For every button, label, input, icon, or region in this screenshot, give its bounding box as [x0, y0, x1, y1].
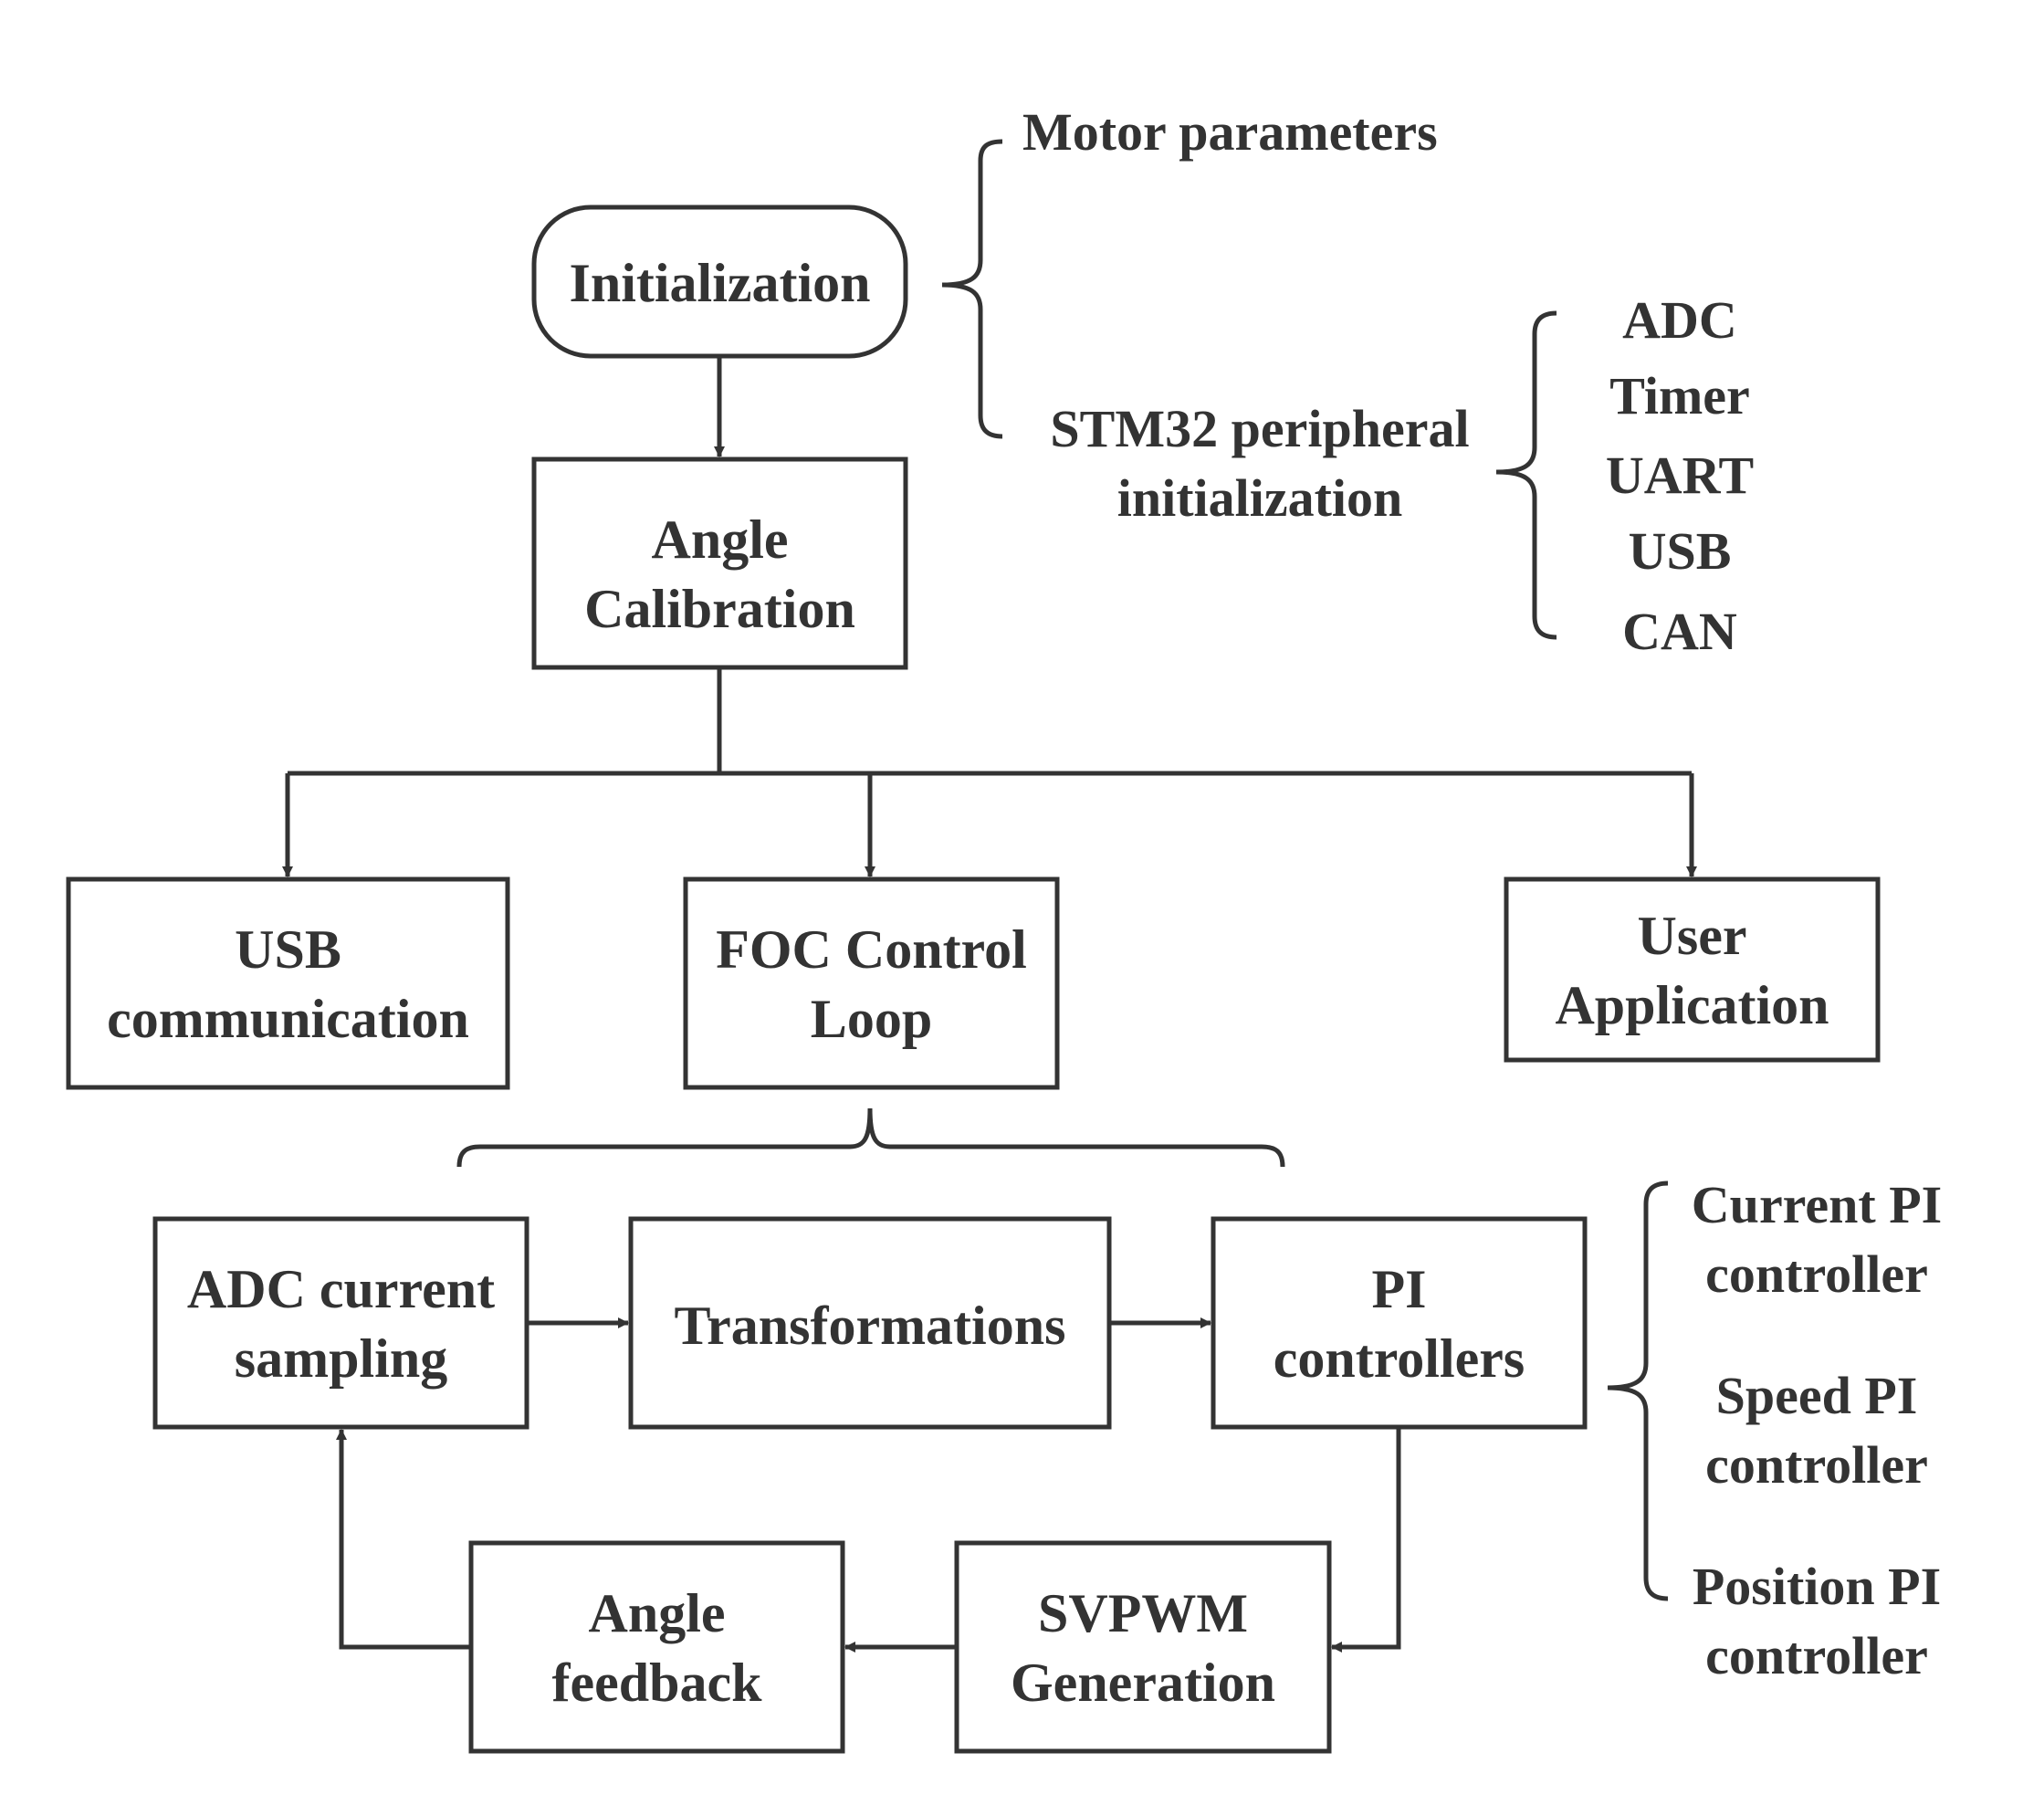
usb-communication-label: USB communication [68, 915, 508, 1054]
angle-feedback-line1: Angle [588, 1583, 726, 1643]
foc-control-loop-line2: Loop [810, 989, 933, 1049]
adc-current-sampling-label: ADC current sampling [155, 1254, 527, 1393]
usb-communication-line1: USB [235, 919, 341, 980]
peripheral-usb: USB [1628, 521, 1732, 581]
foc-control-loop-node [683, 876, 1060, 1090]
svpwm-generation-line1: SVPWM [1038, 1583, 1248, 1643]
pi-type-speed-line2: controller [1705, 1435, 1928, 1495]
peripheral-uart: UART [1605, 446, 1755, 505]
pi-controllers-line2: controllers [1273, 1328, 1525, 1389]
angle-feedback-line2: feedback [551, 1653, 762, 1713]
usb-communication-node [66, 876, 510, 1090]
usb-communication-line2: communication [107, 989, 469, 1049]
motor-parameters-label: Motor parameters [1022, 102, 1438, 162]
foc-control-loop-line1: FOC Control [716, 919, 1027, 980]
svpwm-generation-label: SVPWM Generation [957, 1579, 1329, 1717]
pi-type-position-line2: controller [1705, 1626, 1928, 1685]
stm32-peripheral-init-label: STM32 peripheral initialization [1013, 394, 1506, 533]
user-application-line2: Application [1555, 975, 1829, 1035]
peripheral-can: CAN [1622, 602, 1737, 661]
transformations-text: Transformations [674, 1296, 1066, 1356]
initialization-label: Initialization [534, 256, 906, 310]
peripheral-timer: Timer [1609, 366, 1750, 425]
peripherals-brace [1495, 310, 1557, 640]
adc-current-sampling-line1: ADC current [186, 1259, 496, 1319]
pi-type-position-line1: Position PI [1692, 1557, 1942, 1616]
pi-type-current: Current PI controller [1661, 1170, 1972, 1309]
pi-types-brace [1607, 1181, 1669, 1601]
arrow-pi-to-svpwm [1331, 1427, 1401, 1653]
user-application-label: User Application [1506, 901, 1878, 1040]
user-application-line1: User [1637, 906, 1747, 966]
pi-type-current-line1: Current PI [1691, 1175, 1943, 1234]
arrow-feedback-to-adc [336, 1429, 471, 1650]
pi-type-speed-line1: Speed PI [1715, 1366, 1918, 1425]
init-details-brace [941, 139, 1003, 439]
pi-type-position: Position PI controller [1661, 1552, 1972, 1691]
user-application-node [1504, 876, 1881, 1063]
foc-control-loop-label: FOC Control Loop [686, 915, 1057, 1054]
angle-calibration-label: Angle Calibration [534, 505, 906, 644]
pi-type-speed: Speed PI controller [1661, 1361, 1972, 1500]
transformations-label: Transformations [631, 1298, 1109, 1353]
pi-type-current-line2: controller [1705, 1244, 1928, 1304]
pi-controllers-line1: PI [1371, 1259, 1427, 1319]
adc-current-sampling-line2: sampling [234, 1328, 448, 1389]
stm32-line2: initialization [1116, 468, 1403, 528]
peripheral-adc: ADC [1622, 290, 1737, 350]
angle-feedback-label: Angle feedback [471, 1579, 843, 1717]
stm32-line1: STM32 peripheral [1050, 399, 1470, 458]
angle-calibration-line2: Calibration [584, 579, 855, 639]
angle-calibration-line1: Angle [651, 509, 789, 570]
svpwm-generation-line2: Generation [1011, 1653, 1275, 1713]
pi-controllers-label: PI controllers [1213, 1254, 1585, 1393]
initialization-text: Initialization [569, 253, 871, 313]
foc-subsystem-brace [456, 1107, 1285, 1168]
